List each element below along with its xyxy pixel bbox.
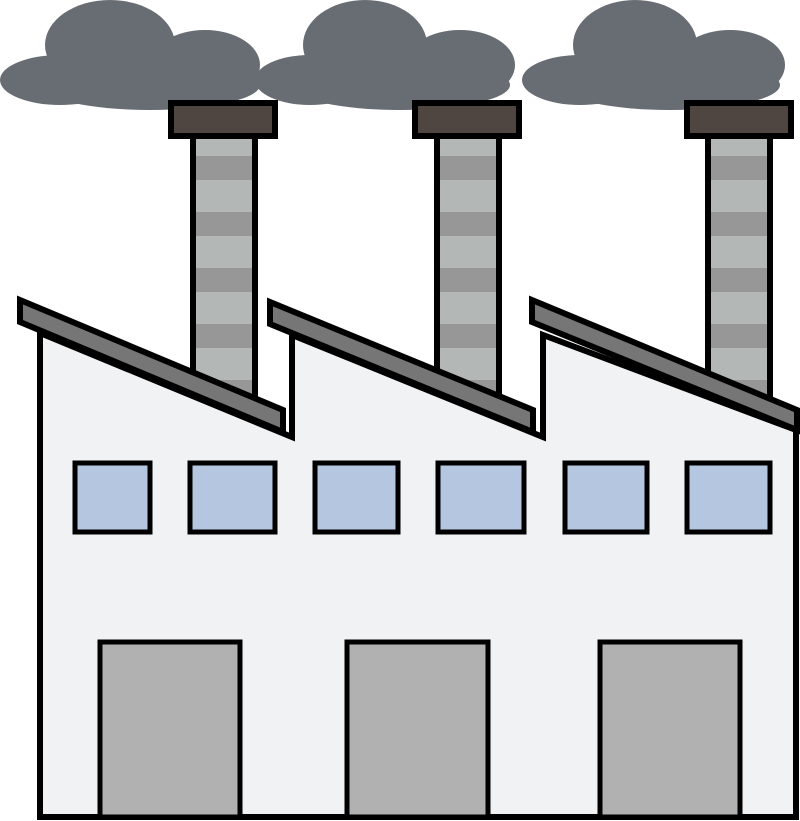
chimney-1 <box>168 100 278 408</box>
roof-1 <box>17 295 286 437</box>
smoke-cloud-2 <box>255 0 515 110</box>
window <box>562 460 650 535</box>
chimneys <box>168 100 794 408</box>
garage-door <box>97 639 243 820</box>
window <box>684 460 773 535</box>
doors <box>97 639 743 820</box>
roof-3 <box>529 295 800 435</box>
garage-door <box>344 639 491 820</box>
roofs <box>17 295 800 437</box>
roof-2 <box>267 297 536 437</box>
window <box>312 460 401 535</box>
chimney-3 <box>684 100 794 408</box>
windows <box>72 460 773 535</box>
smoke-cloud-1 <box>0 0 260 110</box>
smoke-cloud-3 <box>522 0 785 110</box>
smoke-clouds <box>0 0 785 110</box>
garage-door <box>597 639 743 820</box>
window <box>435 460 527 535</box>
chimney-2 <box>412 100 522 408</box>
window <box>72 460 153 535</box>
window <box>187 460 278 535</box>
